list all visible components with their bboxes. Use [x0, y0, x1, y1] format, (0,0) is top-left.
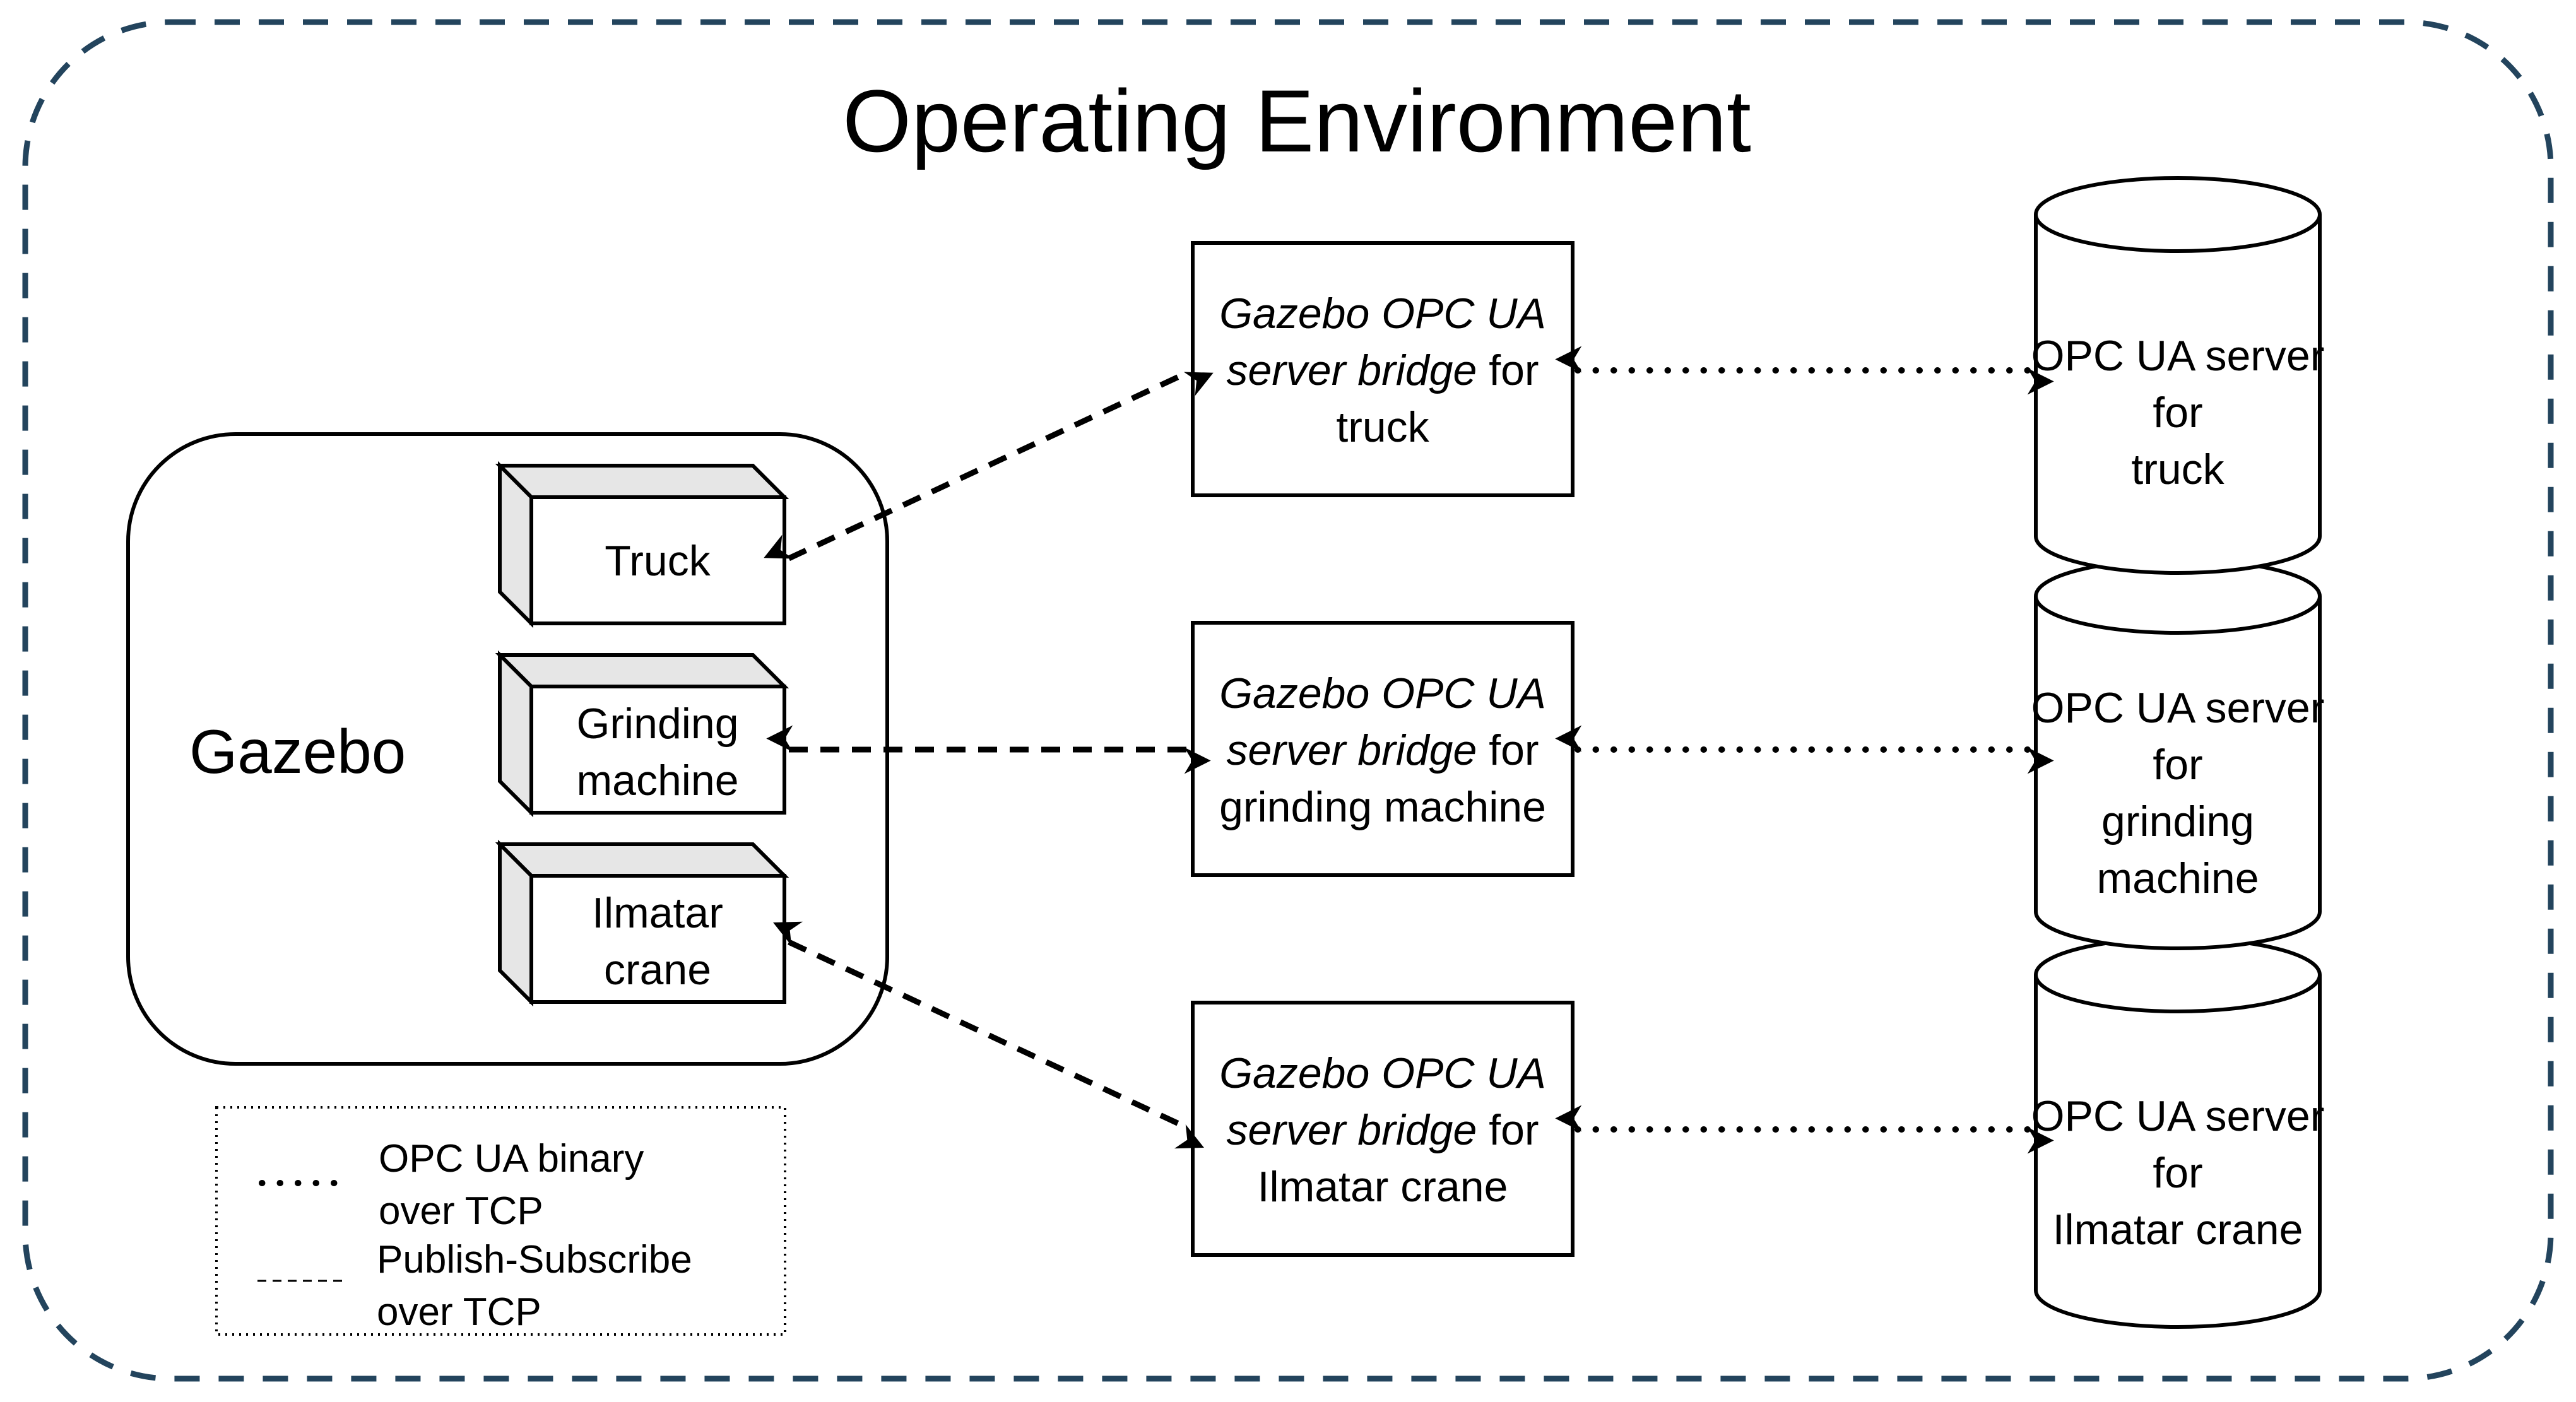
connector-truck-bridge	[764, 369, 1214, 562]
server-grinding-line-3: grinding	[2101, 798, 2254, 845]
server-crane-line-3: Ilmatar crane	[2053, 1206, 2303, 1254]
bridge-grinding-line-1: Gazebo OPC UA	[1219, 669, 1546, 717]
legend-box	[215, 1106, 786, 1336]
legend-dotted-label-2: over TCP	[379, 1189, 543, 1233]
server-cylinder-grinding: OPC UA server for grinding machine	[2031, 558, 2325, 950]
machine-label-grinding-2: machine	[576, 757, 738, 804]
operating-environment-boundary	[22, 19, 2554, 1382]
bridge-crane-line-1: Gazebo OPC UA	[1219, 1049, 1546, 1097]
server-grinding-line-1: OPC UA server	[2031, 684, 2325, 732]
legend-dotted-label-1: OPC UA binary	[379, 1137, 644, 1181]
legend-dashed-label-1: Publish-Subscribe	[377, 1238, 692, 1281]
bridge-grinding-line-3: grinding machine	[1219, 783, 1546, 831]
bridge-truck-line-2: server bridge for	[1226, 346, 1539, 394]
machine-box-truck: Truck	[495, 461, 789, 628]
server-cylinder-crane: OPC UA server for Ilmatar crane	[2031, 936, 2325, 1329]
connector-crane-bridge	[773, 921, 1204, 1149]
server-grinding-line-4: machine	[2096, 854, 2259, 902]
gazebo-label: Gazebo	[189, 717, 406, 786]
server-truck-line-2: for	[2153, 389, 2202, 437]
machine-label-crane-1: Ilmatar	[592, 889, 723, 937]
bridge-truck-line-3: truck	[1336, 403, 1429, 451]
server-truck-line-1: OPC UA server	[2031, 332, 2325, 380]
server-grinding-line-2: for	[2153, 741, 2202, 789]
machine-label-grinding-1: Grinding	[576, 700, 738, 748]
diagram-title: Operating Environment	[842, 71, 1751, 170]
bridge-box-grinding: Gazebo OPC UA server bridge for grinding…	[1191, 621, 1575, 877]
machine-label-truck: Truck	[605, 537, 711, 585]
bridge-box-crane: Gazebo OPC UA server bridge for Ilmatar …	[1191, 1001, 1575, 1257]
server-crane-line-2: for	[2153, 1149, 2202, 1197]
bridge-crane-line-2: server bridge for	[1226, 1106, 1539, 1154]
legend: OPC UA binary over TCP Publish-Subscribe…	[215, 1106, 786, 1336]
machine-box-crane: Ilmatar crane	[495, 839, 789, 1007]
server-cylinder-truck: OPC UA server for truck	[2031, 176, 2325, 575]
bridge-grinding-line-2: server bridge for	[1226, 726, 1539, 774]
server-crane-line-1: OPC UA server	[2031, 1092, 2325, 1140]
legend-dashed-label-2: over TCP	[377, 1290, 541, 1334]
bridge-truck-line-1: Gazebo OPC UA	[1219, 290, 1546, 338]
machine-label-crane-2: crane	[604, 946, 711, 994]
bridge-box-truck: Gazebo OPC UA server bridge for truck	[1191, 241, 1575, 497]
bridge-crane-line-3: Ilmatar crane	[1258, 1163, 1508, 1211]
machine-box-grinding: Grinding machine	[495, 650, 789, 818]
server-truck-line-3: truck	[2131, 445, 2224, 493]
